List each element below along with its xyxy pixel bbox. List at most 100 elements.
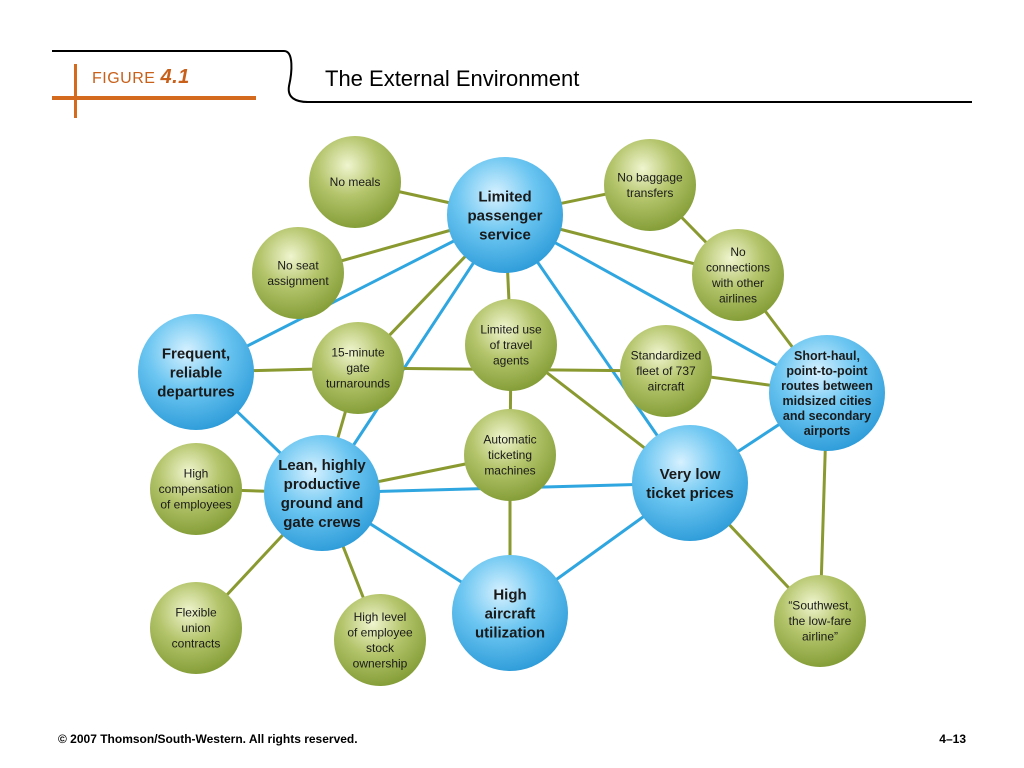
header-rule-curve [283, 50, 309, 103]
node-circle-limited-passenger-service [447, 157, 563, 273]
node-frequent-departures: Frequent, reliable departures [138, 314, 254, 430]
node-label-line: machines [484, 464, 535, 478]
node-label-line: gate [346, 361, 370, 375]
node-circle-short-haul-routes [769, 335, 885, 451]
node-label-line: midsized cities [783, 394, 872, 408]
node-label-line: airline” [802, 630, 838, 644]
node-label-line: Frequent, [162, 345, 230, 362]
node-circle-gate-turnarounds [312, 322, 404, 414]
node-label-line: turnarounds [326, 377, 390, 391]
node-label-line: Automatic [483, 433, 536, 447]
node-label-line: ticket prices [646, 485, 734, 502]
figure-accent-bar [52, 96, 256, 100]
node-label-line: ownership [353, 656, 408, 670]
node-label-line: stock [366, 641, 395, 655]
node-high-aircraft-utilization: High aircraft utilization [452, 555, 568, 671]
node-circle-no-connections [692, 229, 784, 321]
node-label-line: High level [354, 610, 407, 624]
footer-page-number: 4–13 [939, 732, 966, 746]
node-label-line: Lean, highly [278, 457, 366, 474]
node-label-line: utilization [475, 624, 545, 641]
node-label-line: connections [706, 260, 770, 274]
node-label-line: agents [493, 354, 529, 368]
node-circle-automatic-ticketing [464, 409, 556, 501]
node-label-line: with other [711, 276, 764, 290]
header-rule-left [52, 50, 284, 52]
node-label-line: airlines [719, 291, 757, 305]
node-label-line: No [730, 245, 746, 259]
node-circle-standardized-fleet [620, 325, 712, 417]
node-label-line: Standardized [631, 349, 702, 363]
node-southwest-low-fare: “Southwest,the low-fare airline” [774, 575, 866, 667]
node-label-line: Limited [478, 188, 531, 205]
node-label-line: productive [284, 476, 361, 493]
figure-accent-tick [74, 64, 77, 118]
node-label-line: High [493, 586, 526, 603]
header-rule-right [306, 101, 972, 103]
node-label-line: fleet of 737 [636, 364, 696, 378]
node-label-line: High [184, 467, 209, 481]
node-label-line: compensation [159, 482, 234, 496]
node-circle-employee-stock [334, 594, 426, 686]
node-label-line: ground and [281, 495, 364, 512]
node-label-line: routes between [781, 379, 873, 393]
node-circle-southwest-low-fare [774, 575, 866, 667]
node-circle-flexible-union [150, 582, 242, 674]
node-circle-no-seat-assignment [252, 227, 344, 319]
node-label-line: point-to-point [786, 364, 868, 378]
node-label-line: contracts [172, 637, 221, 651]
node-label-line: assignment [267, 274, 329, 288]
node-label-line: Short-haul, [794, 349, 860, 363]
node-circle-very-low-ticket-prices [632, 425, 748, 541]
node-circle-frequent-departures [138, 314, 254, 430]
node-circle-no-baggage-transfers [604, 139, 696, 231]
node-label-line: gate crews [283, 514, 361, 531]
node-label-line: Flexible [175, 606, 217, 620]
node-label-line: 15-minute [331, 346, 385, 360]
node-lean-crews: Lean, highly productive ground and gate cre… [264, 435, 380, 551]
footer-copyright: © 2007 Thomson/South-Western. All rights… [58, 732, 358, 746]
node-circle-high-compensation [150, 443, 242, 535]
node-label-line: airports [804, 424, 851, 438]
node-label-line: aircraft [648, 380, 685, 394]
node-label-line: of employee [347, 625, 413, 639]
node-label-line: reliable [170, 364, 223, 381]
node-label-line: transfers [627, 186, 674, 200]
node-label-line: Limited use [480, 323, 542, 337]
page-title: The External Environment [325, 66, 580, 91]
node-label-line: No baggage [617, 170, 683, 184]
node-very-low-ticket-prices: Very low ticket prices [632, 425, 748, 541]
node-label-line: departures [157, 383, 235, 400]
node-circle-lean-crews [264, 435, 380, 551]
node-label-line: “Southwest, [788, 599, 851, 613]
edge-limited-passenger-service-to-short-haul-routes [504, 213, 828, 395]
figure-number: 4.1 [160, 66, 190, 88]
node-label-line: service [479, 226, 531, 243]
node-circle-high-aircraft-utilization [452, 555, 568, 671]
node-label-line: the low-fare [789, 614, 852, 628]
node-label-line: aircraft [485, 605, 536, 622]
node-label-line: No meals [330, 175, 381, 189]
node-no-meals: No meals [309, 136, 401, 228]
node-label-line: ticketing [488, 448, 532, 462]
node-no-baggage-transfers: No baggage transfers [604, 139, 696, 231]
figure-word: FIGURE [92, 70, 156, 87]
node-label-line: of travel [490, 338, 533, 352]
node-label-line: union [181, 621, 210, 635]
node-label-line: Very low [660, 466, 721, 483]
